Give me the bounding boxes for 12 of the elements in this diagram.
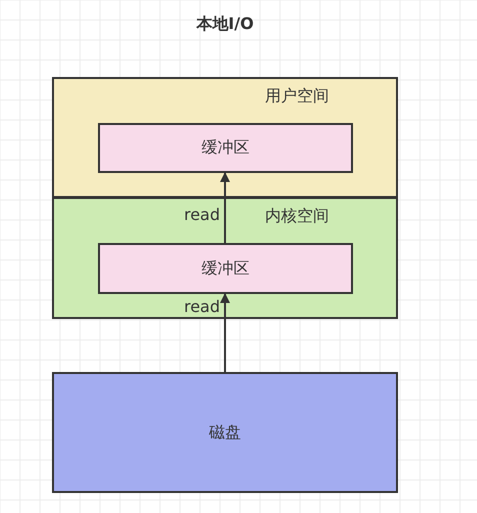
arrow: [220, 293, 230, 372]
arrow: [220, 172, 230, 243]
section-heading: 用户空间: [265, 86, 329, 107]
section-heading: 内核空间: [265, 206, 329, 227]
title: 本地I/O: [195, 14, 255, 35]
container-box: [52, 77, 398, 198]
box-label: 缓冲区: [200, 258, 250, 279]
box-label: 缓冲区: [200, 138, 250, 158]
buffer-box: [98, 123, 353, 173]
box-label: 磁盘: [208, 422, 242, 443]
container-box: [52, 197, 398, 319]
buffer-box: [98, 243, 353, 294]
